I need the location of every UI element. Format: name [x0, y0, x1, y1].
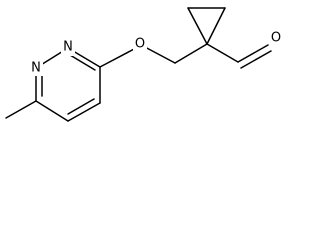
atom-o-ether: O — [135, 37, 145, 52]
bond-c4-c5-inner — [67, 98, 95, 115]
bond-o-ch2 — [142, 45, 176, 64]
atom-n1: N — [31, 61, 41, 76]
atom-n2: N — [63, 40, 73, 55]
bond-c5-c6 — [35, 100, 69, 122]
atom-o-aldehyde: O — [271, 31, 281, 46]
bond-cho-o — [237, 44, 269, 63]
bond-cho-o-double — [240, 50, 272, 69]
bond-cp2-cq — [206, 7, 226, 45]
bond-n2-c3-inner — [69, 54, 96, 71]
bond-c3-o — [99, 47, 137, 68]
chemical-structure: N N O O — [5, 7, 283, 122]
bond-ch2-cq — [174, 43, 208, 64]
bond-c4-c5 — [67, 102, 101, 122]
bond-cq-cp1 — [187, 7, 208, 45]
bond-cq-cho — [206, 43, 239, 63]
bond-methyl — [5, 100, 37, 119]
